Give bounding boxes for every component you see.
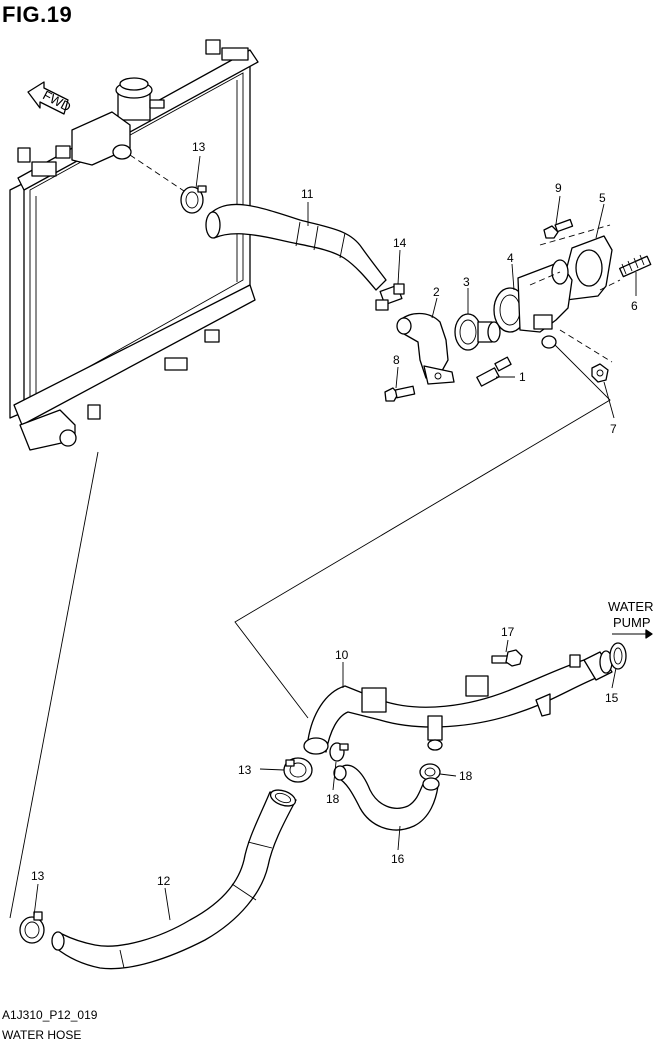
callout-11: 11: [301, 187, 314, 201]
lower-radiator-hose-12: [51, 789, 297, 970]
callout-2: 2: [433, 285, 440, 299]
fwd-arrow-icon: FWD: [27, 81, 74, 115]
bypass-hose-17: [333, 764, 440, 831]
callout-7: 7: [610, 422, 617, 436]
hose-clamp-13-top: [180, 185, 207, 214]
callout-14: 14: [393, 236, 407, 250]
callout-18-right: 18: [459, 769, 473, 783]
upper-radiator-hose-11: [205, 203, 387, 291]
bolt-16: [491, 649, 523, 667]
radiator: [9, 39, 259, 451]
callout-5: 5: [599, 191, 606, 205]
stud-6: [619, 254, 652, 278]
water-pipe-hose-10: [303, 650, 613, 755]
o-ring-15: [609, 642, 627, 670]
callout-16: 17: [501, 625, 515, 639]
temperature-sensor-1: [476, 356, 512, 387]
callout-17: 16: [391, 852, 405, 866]
figure-code: A1J310_P12_019: [2, 1008, 98, 1022]
hose-clip-14: [375, 283, 405, 311]
water-pump-label-line1: WATER: [608, 599, 654, 614]
callout-18-left: 18: [326, 792, 340, 806]
callout-10: 10: [335, 648, 349, 662]
callout-6: 6: [631, 299, 638, 313]
water-pump-label-line2: PUMP: [613, 615, 651, 630]
hose-clamp-13-middle: [283, 757, 313, 783]
callout-3: 3: [463, 275, 470, 289]
figure-title: FIG.19: [2, 2, 73, 27]
callout-13-top: 13: [192, 140, 206, 154]
callout-12: 12: [157, 874, 171, 888]
callout-15: 15: [605, 691, 619, 705]
figure-name: WATER HOSE: [2, 1028, 82, 1042]
thermostat-3: [454, 313, 501, 351]
thermostat-housing-4: [493, 259, 573, 349]
bolt-8: [384, 385, 416, 402]
hose-clamp-13-bottom: [19, 911, 45, 944]
hose-clamp-18-left: [329, 742, 349, 762]
water-outlet-pipe-2: [396, 312, 455, 385]
callout-4: 4: [507, 251, 514, 265]
callout-8: 8: [393, 353, 400, 367]
callout-9: 9: [555, 181, 562, 195]
callout-1: 1: [519, 370, 526, 384]
nut-7: [591, 363, 609, 383]
callout-13-middle: 13: [238, 763, 252, 777]
bolt-9: [543, 218, 574, 239]
callout-13-bottom: 13: [31, 869, 45, 883]
